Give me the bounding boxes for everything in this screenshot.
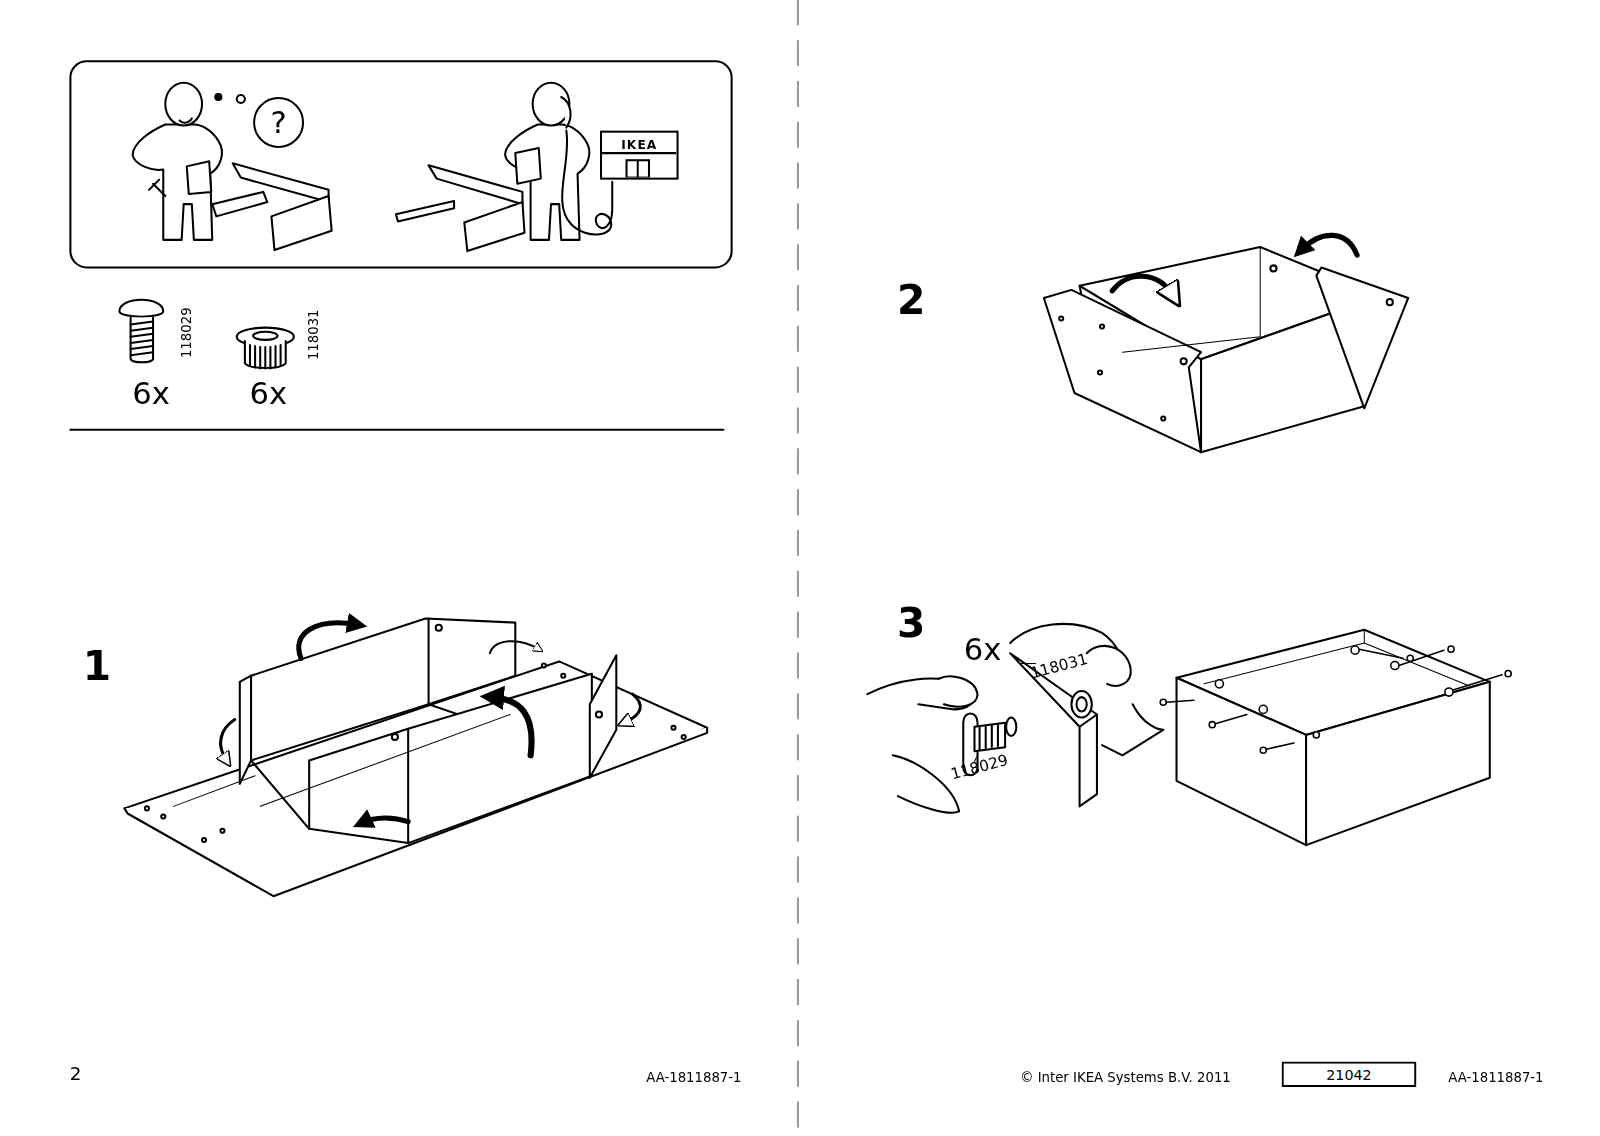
code-box: 21042	[1282, 1062, 1417, 1088]
page-fold	[797, 0, 799, 1136]
insert-nut-icon	[237, 328, 294, 369]
fold-arrows	[221, 623, 641, 823]
screw-icon	[119, 300, 163, 363]
quantity: 6x	[250, 379, 288, 410]
calling-person	[396, 83, 612, 251]
page-number: 2	[70, 1065, 82, 1083]
help-panel	[70, 61, 731, 267]
step-number: 3	[897, 602, 925, 643]
part-number: 118031	[1029, 652, 1089, 682]
question-bubble: ?	[253, 97, 304, 148]
node-text: 21042	[1326, 1067, 1371, 1081]
copyright: © Inter IKEA Systems B.V. 2011	[1020, 1071, 1231, 1084]
step3-box	[1160, 630, 1511, 845]
confused-person	[133, 83, 332, 250]
node-text: ?	[270, 107, 286, 138]
step-number: 1	[83, 645, 111, 686]
quantity: 6x	[132, 379, 170, 410]
store-sign: IKEA	[600, 131, 679, 180]
node-text: IKEA	[621, 139, 657, 151]
step1-flat-box	[124, 619, 707, 897]
step3-detail	[867, 624, 1163, 813]
step-number: 2	[897, 280, 925, 321]
quantity: 6x	[964, 635, 1002, 666]
document-code: AA-1811887-1	[1448, 1071, 1543, 1084]
part-number: 118029	[949, 753, 1009, 783]
document-code: AA-1811887-1	[646, 1071, 741, 1084]
part-number: 118031	[307, 309, 320, 360]
step2-box	[1044, 235, 1408, 452]
divider-line	[70, 429, 723, 431]
part-number: 118029	[180, 307, 193, 358]
